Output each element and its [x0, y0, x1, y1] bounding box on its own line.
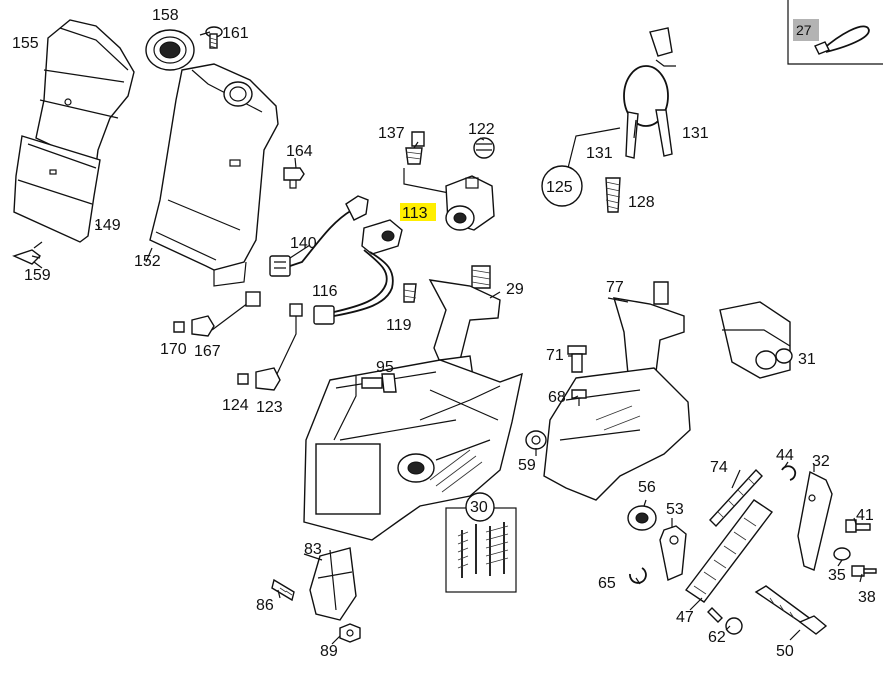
lever-53: [659, 525, 687, 581]
switch-assembly: [313, 219, 417, 325]
seal-ring-158: [145, 29, 195, 71]
cable-harness-140: [269, 195, 369, 277]
connector-124-123: [237, 303, 303, 391]
lock-module-31: [719, 301, 793, 379]
nut-89: [339, 623, 361, 643]
bolt-95: [333, 373, 397, 441]
connector-170-167: [173, 291, 261, 337]
part-label-83[interactable]: 83: [304, 541, 322, 558]
circlip-65: [629, 567, 647, 584]
part-label-74[interactable]: 74: [710, 459, 728, 476]
leader-lines: [31, 31, 863, 645]
trim-panel-149: [13, 135, 101, 243]
bracket-77: [543, 281, 691, 501]
part-label-155[interactable]: 155: [12, 35, 39, 52]
bolt-62: [707, 607, 743, 635]
chain-47: [684, 499, 774, 603]
part-label-65[interactable]: 65: [598, 575, 616, 592]
part-label-68[interactable]: 68: [548, 389, 566, 406]
part-label-50[interactable]: 50: [776, 643, 794, 660]
clip-159: [12, 241, 43, 269]
screw-161: [205, 26, 223, 49]
part-label-32[interactable]: 32: [812, 453, 830, 470]
bolt-137: [405, 131, 425, 165]
part-label-140[interactable]: 140: [290, 235, 317, 252]
bolt-71: [567, 345, 587, 373]
part-label-113[interactable]: 113: [402, 205, 428, 222]
part-label-158[interactable]: 158: [152, 7, 179, 24]
rod-74: [709, 468, 763, 528]
part-label-29[interactable]: 29: [506, 281, 524, 298]
highlight-113-badge: [400, 203, 436, 221]
bushing-56: [627, 505, 657, 531]
bolt-41: [845, 519, 871, 533]
part-label-137[interactable]: 137: [378, 125, 405, 142]
washer-35: [833, 547, 851, 561]
part-label-125[interactable]: 125: [546, 179, 573, 196]
part-label-167[interactable]: 167: [194, 343, 221, 360]
column-bracket: [303, 359, 523, 541]
part-label-30[interactable]: 30: [470, 499, 488, 516]
inset-cable-tie: 27: [787, 0, 883, 65]
part-label-161[interactable]: 161: [222, 25, 249, 42]
universal-joint-83: [309, 547, 357, 621]
part-label-152[interactable]: 152: [134, 253, 161, 270]
part-label-62[interactable]: 62: [708, 629, 726, 646]
part-label-77[interactable]: 77: [606, 279, 624, 296]
part-label-35[interactable]: 35: [828, 567, 846, 584]
ignition-lock-113: [403, 168, 495, 231]
part-label-44[interactable]: 44: [776, 447, 794, 464]
part-label-41[interactable]: 41: [856, 507, 874, 524]
key-ring-131: [541, 27, 676, 207]
part-label-124[interactable]: 124: [222, 397, 249, 414]
bolt-38: [851, 565, 877, 577]
part-label-116[interactable]: 116: [312, 283, 338, 300]
part-label-159[interactable]: 159: [24, 267, 51, 284]
part-label-149[interactable]: 149: [94, 217, 121, 234]
bolt-68: [571, 389, 587, 406]
part-label-119[interactable]: 119: [386, 317, 412, 334]
part-label-47[interactable]: 47: [676, 609, 694, 626]
part-label-122[interactable]: 122: [468, 121, 495, 138]
trim-panel-155: [35, 19, 135, 168]
part-label-95[interactable]: 95: [376, 359, 394, 376]
part-label-53[interactable]: 53: [666, 501, 684, 518]
column-cover-152: [149, 63, 279, 287]
spring-bolt-128: [605, 177, 621, 213]
bracket-32: [797, 470, 833, 571]
part-labels: 155 158 161 164 149 152 159 140 137 122 …: [12, 7, 876, 660]
pin-50: [754, 585, 828, 635]
bolt-86: [271, 578, 295, 602]
clip-164: [283, 167, 305, 189]
part-label-128[interactable]: 128: [628, 194, 655, 211]
inset-label: 27: [796, 22, 812, 38]
washer-59: [525, 430, 547, 450]
part-label-86[interactable]: 86: [256, 597, 274, 614]
part-label-38[interactable]: 38: [858, 589, 876, 606]
part-label-31[interactable]: 31: [798, 351, 816, 368]
part-label-164[interactable]: 164: [286, 143, 313, 160]
circlip-44: [781, 465, 797, 481]
part-label-59[interactable]: 59: [518, 457, 536, 474]
part-label-89[interactable]: 89: [320, 643, 338, 660]
part-label-71[interactable]: 71: [546, 347, 564, 364]
cap-122: [473, 137, 495, 159]
spring-set-30: [445, 492, 517, 593]
part-label-123[interactable]: 123: [256, 399, 283, 416]
part-label-131a[interactable]: 131: [682, 125, 709, 142]
part-label-170[interactable]: 170: [160, 341, 187, 358]
part-label-56[interactable]: 56: [638, 479, 656, 496]
part-label-131b[interactable]: 131: [586, 145, 613, 162]
inset-badge: [793, 19, 819, 41]
